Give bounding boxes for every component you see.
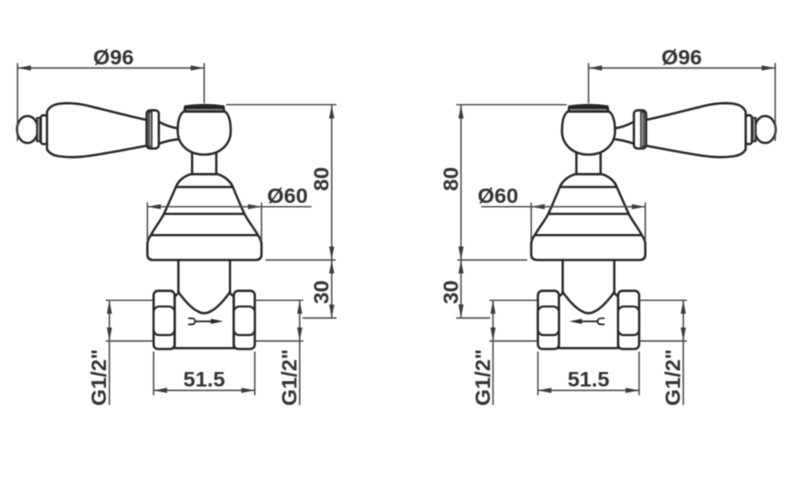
- svg-text:80: 80: [439, 167, 463, 191]
- svg-text:G1/2": G1/2": [661, 349, 685, 406]
- svg-text:51.5: 51.5: [568, 368, 610, 392]
- svg-text:Ø96: Ø96: [661, 46, 702, 70]
- svg-text:51.5: 51.5: [183, 368, 225, 392]
- svg-text:G1/2": G1/2": [87, 349, 111, 406]
- svg-text:Ø60: Ø60: [478, 184, 519, 208]
- svg-text:G1/2": G1/2": [277, 349, 301, 406]
- svg-text:30: 30: [439, 280, 463, 304]
- svg-text:30: 30: [310, 280, 334, 304]
- svg-text:G1/2": G1/2": [471, 349, 495, 406]
- svg-text:80: 80: [310, 167, 334, 191]
- svg-text:Ø96: Ø96: [93, 46, 134, 70]
- svg-text:Ø60: Ø60: [267, 184, 308, 208]
